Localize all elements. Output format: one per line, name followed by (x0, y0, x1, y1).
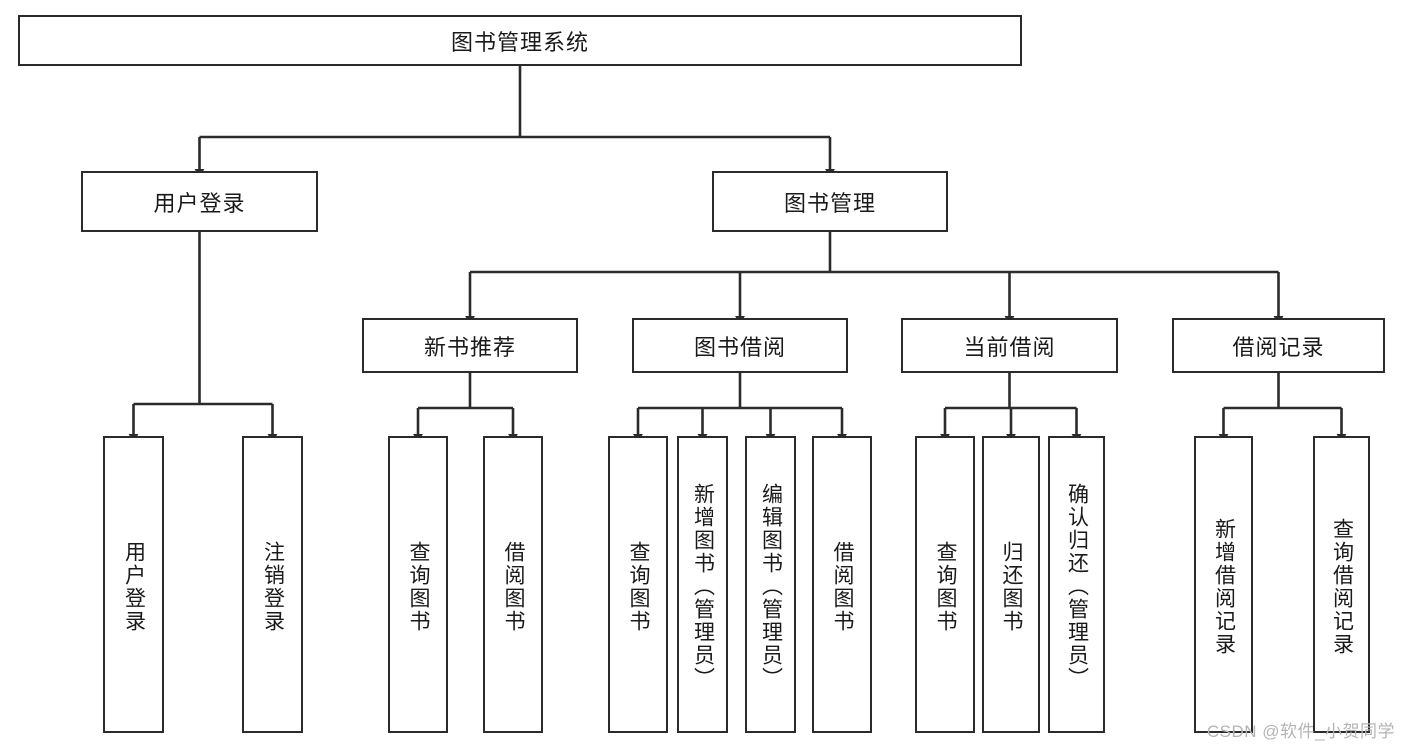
node-add_borrow_record[interactable]: 新增借阅记录 (1194, 436, 1253, 733)
node-user_login-label: 用户登录 (153, 190, 246, 216)
node-query_borrow_record[interactable]: 查询借阅记录 (1313, 436, 1370, 733)
node-user_login_leaf[interactable]: 用户登录 (103, 436, 164, 733)
node-root[interactable]: 图书管理系统 (18, 15, 1022, 66)
node-book_manage-label: 图书管理 (783, 190, 876, 216)
node-add_book_admin-label: 新增图书（管理员） (691, 483, 715, 690)
node-query_book_borrow[interactable]: 查询图书 (608, 436, 668, 733)
node-query_book_rec[interactable]: 查询图书 (388, 436, 448, 733)
node-current_borrow-label: 当前借阅 (963, 334, 1056, 360)
node-query_book_current[interactable]: 查询图书 (915, 436, 975, 733)
node-user_logout_leaf-label: 注销登录 (261, 540, 285, 633)
node-root-label: 图书管理系统 (450, 29, 589, 55)
node-user_logout_leaf[interactable]: 注销登录 (242, 436, 303, 733)
node-return_book[interactable]: 归还图书 (982, 436, 1040, 733)
node-query_book_borrow-label: 查询图书 (627, 540, 651, 633)
node-book_manage[interactable]: 图书管理 (712, 171, 948, 232)
node-new_book_rec-label: 新书推荐 (423, 334, 516, 360)
node-add_book_admin[interactable]: 新增图书（管理员） (677, 436, 728, 733)
node-borrow_record[interactable]: 借阅记录 (1172, 318, 1385, 373)
node-user_login_leaf-label: 用户登录 (122, 540, 146, 633)
node-new_book_rec[interactable]: 新书推荐 (362, 318, 578, 373)
node-user_login[interactable]: 用户登录 (81, 171, 318, 232)
node-query_book_current-label: 查询图书 (934, 540, 958, 633)
node-confirm_return_admin[interactable]: 确认归还（管理员） (1048, 436, 1105, 733)
node-query_book_rec-label: 查询图书 (407, 540, 431, 633)
node-borrow_record-label: 借阅记录 (1232, 334, 1325, 360)
node-confirm_return_admin-label: 确认归还（管理员） (1065, 483, 1089, 690)
node-current_borrow[interactable]: 当前借阅 (901, 318, 1118, 373)
watermark-text: CSDN @软件_小贺同学 (1206, 722, 1395, 741)
node-book_borrow-label: 图书借阅 (693, 334, 786, 360)
node-edit_book_admin-label: 编辑图书（管理员） (759, 483, 783, 690)
node-borrow_book[interactable]: 借阅图书 (812, 436, 872, 733)
node-borrow_book_rec-label: 借阅图书 (502, 540, 526, 633)
node-query_borrow_record-label: 查询借阅记录 (1330, 517, 1354, 656)
node-book_borrow[interactable]: 图书借阅 (632, 318, 848, 373)
node-edit_book_admin[interactable]: 编辑图书（管理员） (745, 436, 796, 733)
node-add_borrow_record-label: 新增借阅记录 (1212, 517, 1236, 656)
node-return_book-label: 归还图书 (1000, 540, 1024, 633)
node-borrow_book_rec[interactable]: 借阅图书 (483, 436, 543, 733)
node-borrow_book-label: 借阅图书 (831, 540, 855, 633)
